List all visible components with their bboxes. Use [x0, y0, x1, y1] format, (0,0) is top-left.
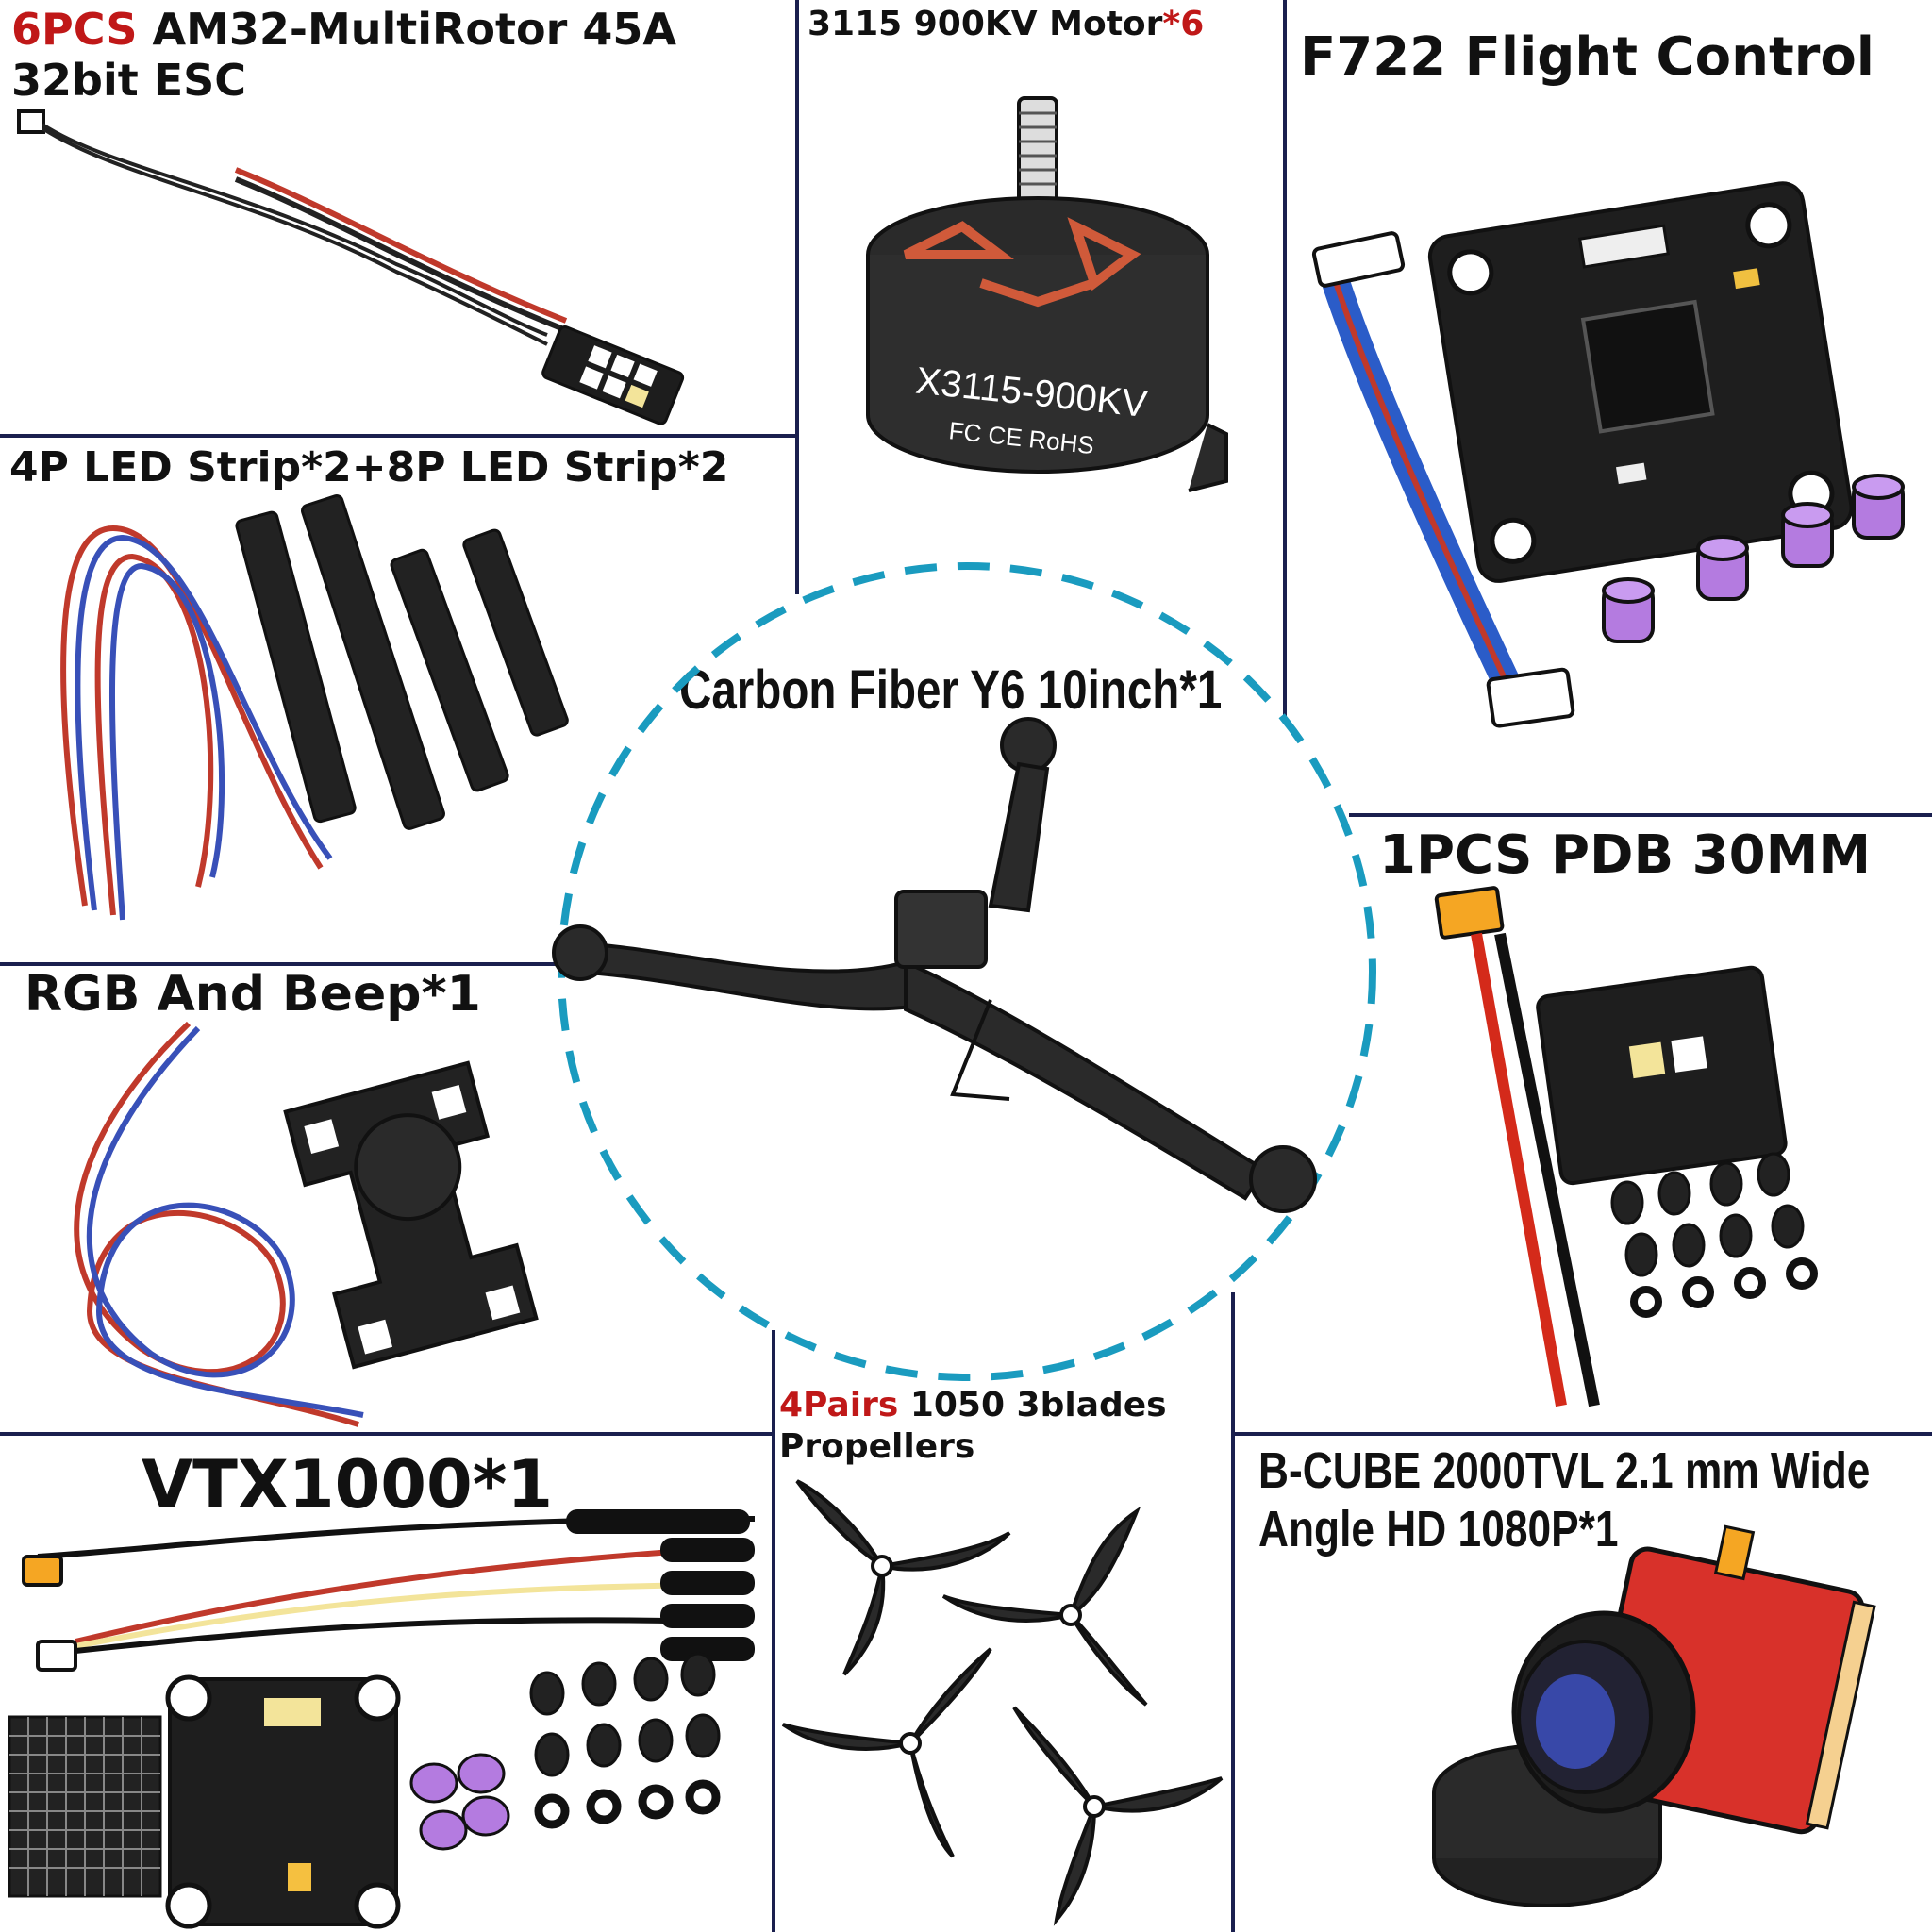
camera-title-line2: Angle HD 1080P*1: [1258, 1501, 1619, 1557]
rgb-title: RGB And Beep*1: [25, 966, 481, 1023]
camera-title-line1: B-CUBE 2000TVL 2.1 mm Wide: [1258, 1442, 1871, 1499]
divider: [1349, 813, 1932, 817]
led-strip-image: [60, 494, 569, 921]
pdb-image: [1434, 886, 1818, 1407]
motor-name: 3115 900KV Motor: [808, 5, 1163, 43]
divider: [772, 1330, 775, 1932]
divider: [0, 434, 797, 438]
led-title: 4P LED Strip*2+8P LED Strip*2: [9, 443, 729, 491]
divider: [0, 1432, 772, 1436]
props-name: 1050 3blades: [898, 1386, 1167, 1424]
props-subtitle: Propellers: [779, 1427, 975, 1466]
divider: [795, 0, 799, 594]
props-qty: 4Pairs: [779, 1386, 899, 1424]
motor-image: X3115-900KV FC CE RoHS: [866, 96, 1228, 492]
frame-title: Carbon Fiber Y6 10inch*1: [679, 659, 1223, 721]
camera-image: [1432, 1524, 1876, 1907]
divider: [0, 962, 566, 966]
motor-qty: *6: [1162, 5, 1205, 43]
divider: [1234, 1432, 1932, 1436]
rgb-beep-image: [74, 1021, 539, 1427]
motor-title: 3115 900KV Motor*6: [808, 6, 1204, 43]
esc-name: AM32-MultiRotor 45A: [137, 4, 676, 55]
esc-subtitle: 32bit ESC: [11, 55, 247, 106]
vtx-image: [8, 1509, 756, 1929]
frame-image: [552, 717, 1317, 1213]
fc-title: F722 Flight Control: [1300, 26, 1874, 88]
divider: [1283, 0, 1287, 717]
propellers-image: [781, 1479, 1224, 1926]
divider: [1231, 1292, 1235, 1932]
props-title: 4Pairs 1050 3blades: [779, 1387, 1167, 1424]
esc-title: 6PCS AM32-MultiRotor 45A: [11, 6, 676, 54]
pdb-title: 1PCS PDB 30MM: [1379, 824, 1872, 886]
flight-controller-image: [1311, 181, 1905, 728]
vtx-title: VTX1000*1: [142, 1446, 554, 1524]
esc-image: [17, 109, 685, 425]
esc-qty: 6PCS: [11, 4, 138, 55]
